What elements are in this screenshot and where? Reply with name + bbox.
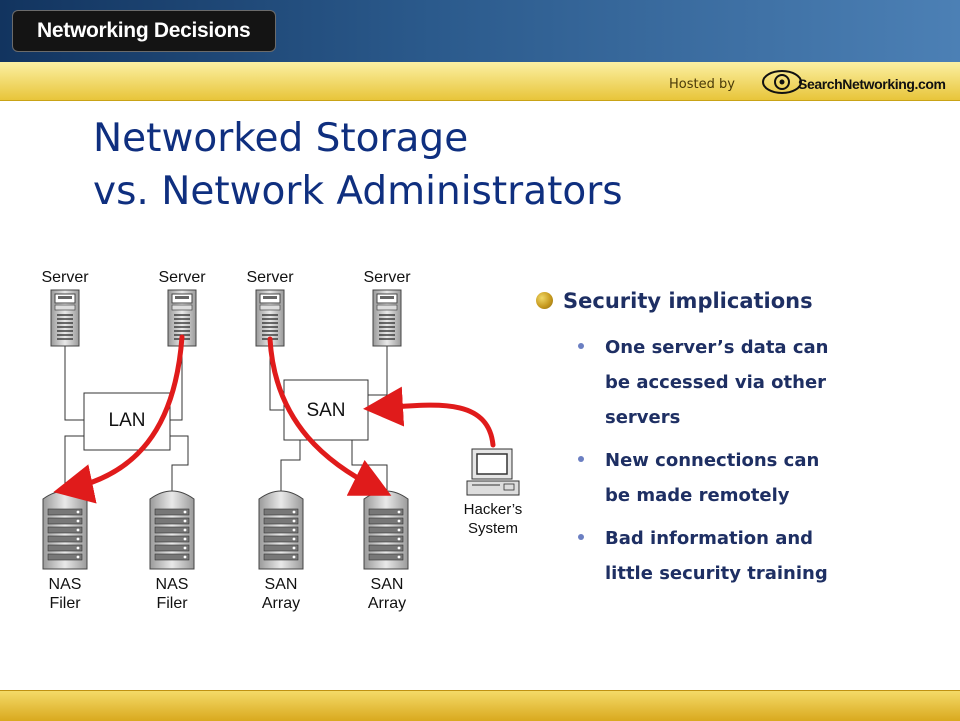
bullet-dot-icon (536, 292, 553, 309)
sub-bullet-dot-icon (578, 456, 584, 462)
san1-label-1: SAN (265, 576, 298, 593)
server-icon-4 (372, 289, 402, 347)
sub-bullet-1-line-3: servers (605, 407, 681, 428)
san-array-icon-1 (258, 490, 304, 570)
brand-title: Networking Decisions (37, 19, 251, 42)
lan-label: LAN (109, 410, 146, 431)
sub-bullet-3-line-2: little security training (605, 563, 828, 584)
storage-diagram: Server Server Server Server LAN SAN NAS … (41, 269, 523, 612)
attack-arrows (53, 334, 496, 504)
title-line-1: Networked Storage (93, 116, 469, 161)
sub-bullet-2-line-1: New connections can (605, 450, 820, 471)
arrow-hacker-to-san (363, 386, 496, 448)
sub-bullet-3: Bad information and little security trai… (536, 521, 936, 591)
bullet-list: Security implications One server’s data … (536, 284, 936, 599)
arrow-server3-to-san2 (267, 336, 392, 496)
sub-bullet-list: One server’s data can be accessed via ot… (536, 330, 936, 591)
sub-bullet-1: One server’s data can be accessed via ot… (536, 330, 936, 435)
nas2-label-1: NAS (156, 576, 189, 593)
server-label-4: Server (363, 269, 411, 286)
searchnetworking-logo: SearchNetworking.com (762, 70, 946, 94)
server-label-3: Server (246, 269, 294, 286)
sub-bullet-dot-icon (578, 343, 584, 349)
sub-bullet-2-line-2: be made remotely (605, 485, 790, 506)
nas1-label-2: Filer (49, 595, 81, 612)
nas-filer-icon-2 (149, 490, 195, 570)
nas2-label-2: Filer (156, 595, 188, 612)
nas-filer-icon-1 (42, 490, 88, 570)
footer-bar (0, 690, 960, 721)
server-icon-1 (50, 289, 80, 347)
arrow-server2-to-nas1 (53, 334, 185, 504)
san2-label-2: Array (368, 595, 406, 612)
bullet-heading-text: Security implications (563, 289, 813, 313)
eye-icon (762, 70, 802, 94)
hacker-label-2: System (468, 520, 518, 537)
brand-badge: Networking Decisions (12, 10, 276, 52)
san-array-icon-2 (363, 490, 409, 570)
hacker-label-1: Hacker’s (464, 501, 523, 518)
server-label-1: Server (41, 269, 89, 286)
sub-bullet-2: New connections can be made remotely (536, 443, 936, 513)
title-line-2: vs. Network Administrators (93, 169, 623, 214)
sub-bullet-1-line-1: One server’s data can (605, 337, 829, 358)
header-bar: Networking Decisions (0, 0, 960, 62)
bullet-heading: Security implications (536, 284, 936, 318)
hosted-by-label: Hosted by (669, 77, 735, 92)
sub-bullet-3-line-1: Bad information and (605, 528, 814, 549)
sub-bullet-dot-icon (578, 534, 584, 540)
san2-label-1: SAN (371, 576, 404, 593)
computer-icon (466, 448, 520, 496)
san-label: SAN (306, 400, 345, 421)
nas1-label-1: NAS (49, 576, 82, 593)
sub-bullet-1-line-2: be accessed via other (605, 372, 827, 393)
san1-label-2: Array (262, 595, 300, 612)
logo-text: SearchNetworking.com (798, 76, 946, 92)
slide-title: Networked Storage vs. Network Administra… (93, 112, 623, 218)
server-label-2: Server (158, 269, 206, 286)
lan-box (83, 392, 171, 451)
